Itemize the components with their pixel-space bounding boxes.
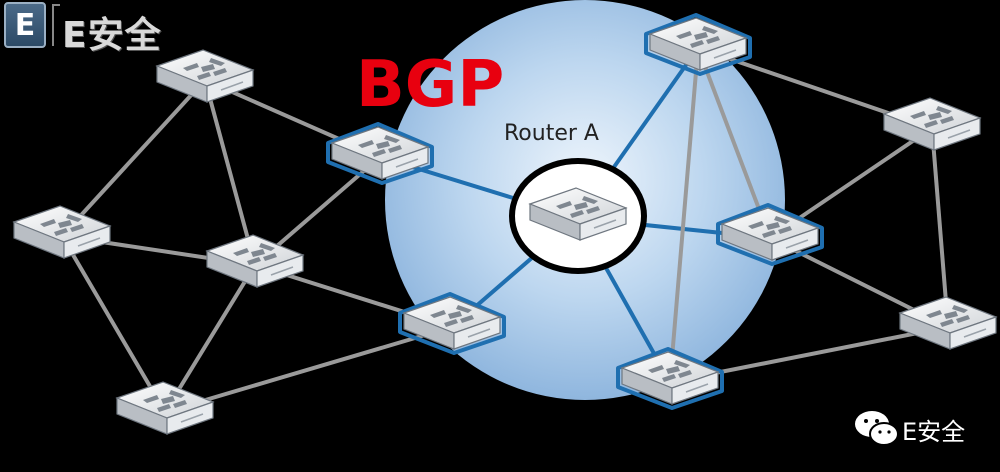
router-r12-icon <box>899 296 997 350</box>
logo-letter: E <box>14 8 36 43</box>
link-r2-r3 <box>60 234 167 414</box>
e-logo-icon: E <box>4 2 46 48</box>
router-r8-icon <box>644 13 752 76</box>
logo-text: E安全 <box>62 15 162 56</box>
link-r8-r9 <box>696 47 772 239</box>
router-r3-icon <box>116 381 214 435</box>
watermark-text: E安全 <box>902 418 966 446</box>
nodes-layer <box>13 13 997 435</box>
logo-divider <box>52 4 60 46</box>
router-r9-icon <box>716 203 824 266</box>
link-r8-r10 <box>668 47 700 383</box>
router-r2-icon <box>13 205 111 259</box>
link-r1-r2 <box>60 78 207 238</box>
router-r5-icon <box>326 122 434 185</box>
bgp-title: BGP <box>356 48 504 122</box>
link-r1-r4 <box>203 79 257 266</box>
router-r11-icon <box>883 97 981 151</box>
link-r4-r3 <box>163 263 257 414</box>
link-r3-r6 <box>164 325 453 414</box>
link-r11-r12 <box>930 127 950 328</box>
router-r10-icon <box>616 347 724 410</box>
router-a-label: Router A <box>504 121 599 146</box>
router-r6-icon <box>398 292 506 355</box>
router-r4-icon <box>206 234 304 288</box>
wechat-icon <box>855 411 899 446</box>
